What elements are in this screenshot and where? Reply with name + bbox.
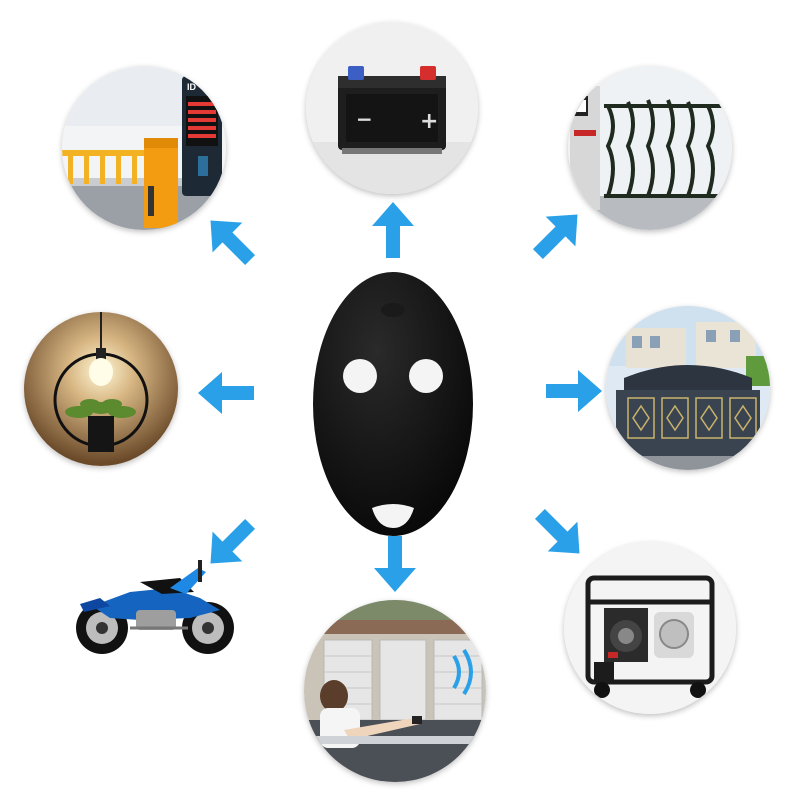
arrow-up-right-icon [522, 200, 592, 270]
arrow-up-icon [358, 196, 428, 266]
arrow-down-right-icon [524, 498, 594, 568]
sliding-gate-photo [568, 66, 732, 230]
remote-button-left[interactable] [343, 359, 377, 393]
arrow-up-left-icon [196, 206, 266, 276]
arrow-left-icon [192, 358, 262, 428]
generator-photo [564, 542, 736, 714]
arrow-down-left-icon [196, 508, 266, 578]
garage-door-photo [304, 600, 486, 782]
car-battery-photo: − + [306, 22, 478, 194]
led-indicator-icon [381, 303, 405, 317]
keyring-slot [372, 504, 414, 528]
remote-key-fob [310, 268, 476, 540]
pendant-lamp-photo [24, 312, 178, 466]
motorcycle-photo [70, 548, 240, 660]
ornate-gate-photo [606, 306, 770, 470]
battery-minus-label: − [356, 107, 373, 131]
arrow-right-icon [538, 356, 608, 426]
battery-plus-label: + [420, 109, 438, 134]
arrow-down-icon [360, 528, 430, 598]
display-brand-label: ID [187, 82, 197, 92]
remote-button-right[interactable] [409, 359, 443, 393]
